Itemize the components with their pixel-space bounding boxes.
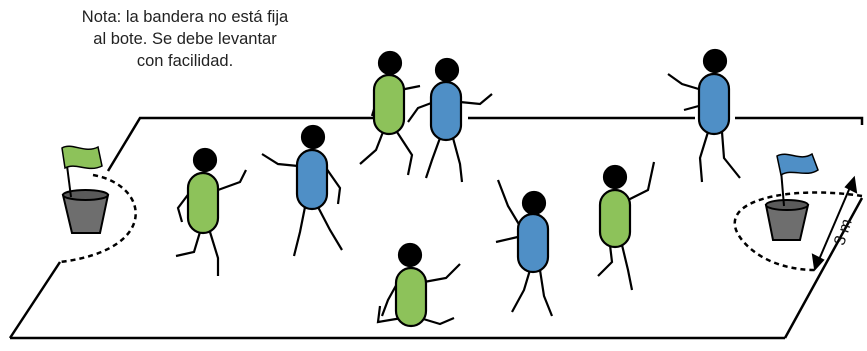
- left-goal-zone: [59, 173, 137, 264]
- note-line-1: Nota: la bandera no está fija: [81, 8, 289, 26]
- player-green-1: [175, 147, 247, 276]
- player-green-4: [376, 242, 461, 328]
- green-flag: [61, 145, 103, 198]
- player-blue-2: [407, 57, 493, 183]
- playing-field: [8, 116, 864, 340]
- right-bucket: [764, 199, 810, 241]
- player-green-2: [359, 50, 421, 176]
- left-bucket: [61, 189, 110, 234]
- player-green-3: [597, 161, 656, 291]
- right-goal-zone: [733, 191, 863, 272]
- note-line-2: al bote. Se debe levantar: [93, 30, 277, 48]
- flag-note: Nota: la bandera no está fija al bote. S…: [40, 6, 330, 72]
- dimension-arrow: [811, 175, 858, 272]
- blue-flag: [776, 152, 819, 207]
- player-blue-4: [495, 179, 554, 317]
- player-blue-3: [667, 48, 741, 183]
- player-blue-1: [261, 124, 343, 257]
- note-line-3: con facilidad.: [136, 52, 234, 70]
